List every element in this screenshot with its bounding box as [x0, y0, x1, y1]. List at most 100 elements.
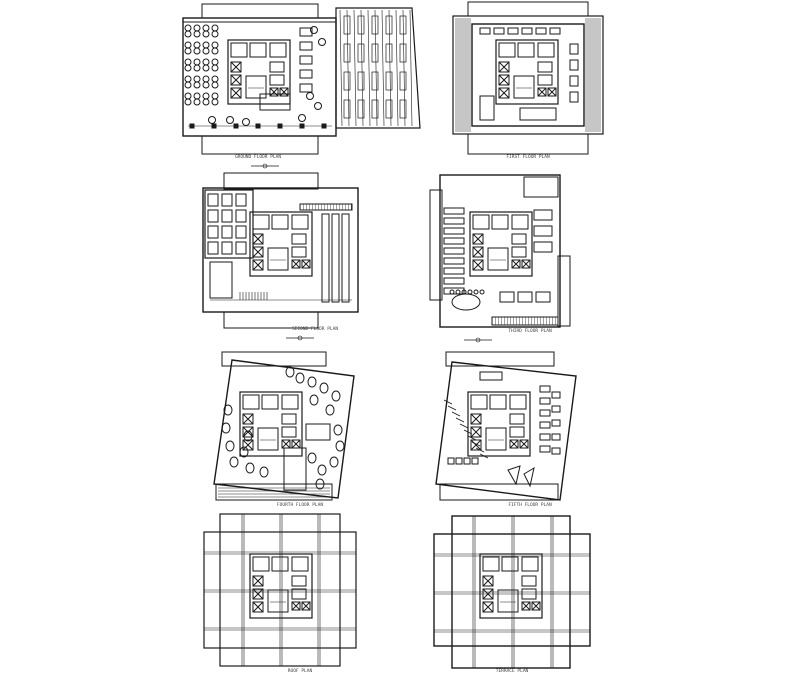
- building-outline: [439, 174, 561, 328]
- lift-cross: [252, 246, 264, 258]
- lift-shaft: [498, 74, 510, 86]
- desk-line: [471, 441, 481, 447]
- chair: [193, 92, 201, 100]
- lounge-area: [305, 423, 331, 441]
- parking-bay: [371, 15, 379, 35]
- lift-cross: [242, 439, 254, 451]
- stair-block: [291, 214, 309, 230]
- stripe: [388, 9, 392, 127]
- plan-6: [435, 351, 577, 501]
- roof-outline-top: [467, 1, 589, 17]
- sofa: [517, 291, 533, 303]
- parking-bay: [385, 43, 393, 63]
- structural-grid: [434, 516, 590, 668]
- building-outline: [471, 23, 585, 127]
- desk-line: [447, 405, 457, 411]
- balcony-railing: [491, 316, 559, 326]
- chair: [479, 289, 485, 295]
- desk-row: [443, 237, 465, 245]
- core-outline: [227, 39, 291, 105]
- private-offices: [207, 193, 247, 255]
- parking-bay: [399, 99, 407, 119]
- desk: [549, 27, 561, 35]
- plan-3-caption: SECOND FLOOR PLAN: [292, 326, 338, 332]
- desk-row: [443, 277, 465, 285]
- desk: [299, 83, 313, 93]
- chair: [193, 75, 201, 83]
- lift-cross: [252, 233, 264, 245]
- furniture-blocks: [479, 27, 579, 121]
- plant-icon: [226, 116, 234, 124]
- office-room: [235, 193, 247, 207]
- lift-shaft: [547, 87, 557, 97]
- plan-8-caption: TERRACE PLAN: [496, 668, 529, 674]
- roof-outline-bottom: [215, 483, 333, 501]
- furniture-block: [539, 421, 551, 429]
- lift-cross: [470, 439, 482, 451]
- lift-shaft: [242, 413, 254, 425]
- round-table: [239, 446, 249, 458]
- lift-shaft: [230, 61, 242, 73]
- furniture-block: [463, 457, 471, 465]
- service-core-icon: [227, 39, 291, 105]
- building-outline: [202, 187, 359, 313]
- furniture-block: [539, 409, 551, 417]
- lift-cross: [470, 426, 482, 438]
- desk: [533, 241, 553, 253]
- lobby: [245, 75, 267, 99]
- roof-outline-bottom: [467, 133, 589, 155]
- desk-row: [443, 247, 465, 255]
- lobby: [513, 75, 535, 99]
- office-room: [235, 241, 247, 255]
- round-table: [225, 440, 235, 452]
- round-table: [309, 394, 319, 406]
- rotated-outline: [213, 359, 355, 499]
- lift-cross: [242, 413, 254, 425]
- core-outline: [495, 39, 559, 105]
- toilet-block: [498, 42, 516, 58]
- lift-shaft: [498, 87, 510, 99]
- chair: [193, 24, 201, 32]
- toilet-block: [249, 42, 267, 58]
- plan-7: [203, 513, 357, 667]
- rotated-outline: [435, 361, 577, 501]
- reception: [479, 371, 503, 381]
- parking-bay: [399, 71, 407, 91]
- chair: [202, 24, 210, 32]
- roof-outline-bottom: [439, 483, 559, 501]
- roof-outline-top: [221, 351, 327, 367]
- chair: [473, 289, 479, 295]
- parking-bay: [343, 43, 351, 63]
- lift-shaft: [252, 575, 264, 587]
- lobby: [267, 589, 289, 613]
- shaft: [537, 74, 553, 86]
- chair: [193, 30, 201, 38]
- stripe: [360, 9, 364, 127]
- plan-1: [182, 3, 421, 155]
- core-outline: [249, 553, 313, 619]
- chair: [455, 289, 461, 295]
- louvre-frame: [452, 15, 604, 135]
- lift-shaft: [519, 439, 529, 449]
- shaft: [281, 426, 297, 438]
- furniture-block: [447, 457, 455, 465]
- stair-treads: [239, 292, 268, 300]
- desk-row: [443, 267, 465, 275]
- lift-shaft: [252, 233, 264, 245]
- meeting-room: [209, 261, 233, 299]
- office-room: [221, 193, 233, 207]
- parking-bay: [357, 99, 365, 119]
- lift-cross: [279, 87, 289, 97]
- workstation-rows: [443, 207, 465, 295]
- furniture-block: [539, 445, 551, 453]
- plant-icon: [298, 114, 306, 122]
- parking-bay: [371, 71, 379, 91]
- lift-shaft: [472, 259, 484, 271]
- lift-shaft: [482, 575, 494, 587]
- desk-line: [459, 423, 469, 429]
- shaft: [291, 575, 307, 587]
- chair: [211, 58, 219, 66]
- plan-7-caption: ROOF PLAN: [288, 668, 313, 674]
- column-marker: [321, 123, 327, 129]
- chair: [184, 75, 192, 83]
